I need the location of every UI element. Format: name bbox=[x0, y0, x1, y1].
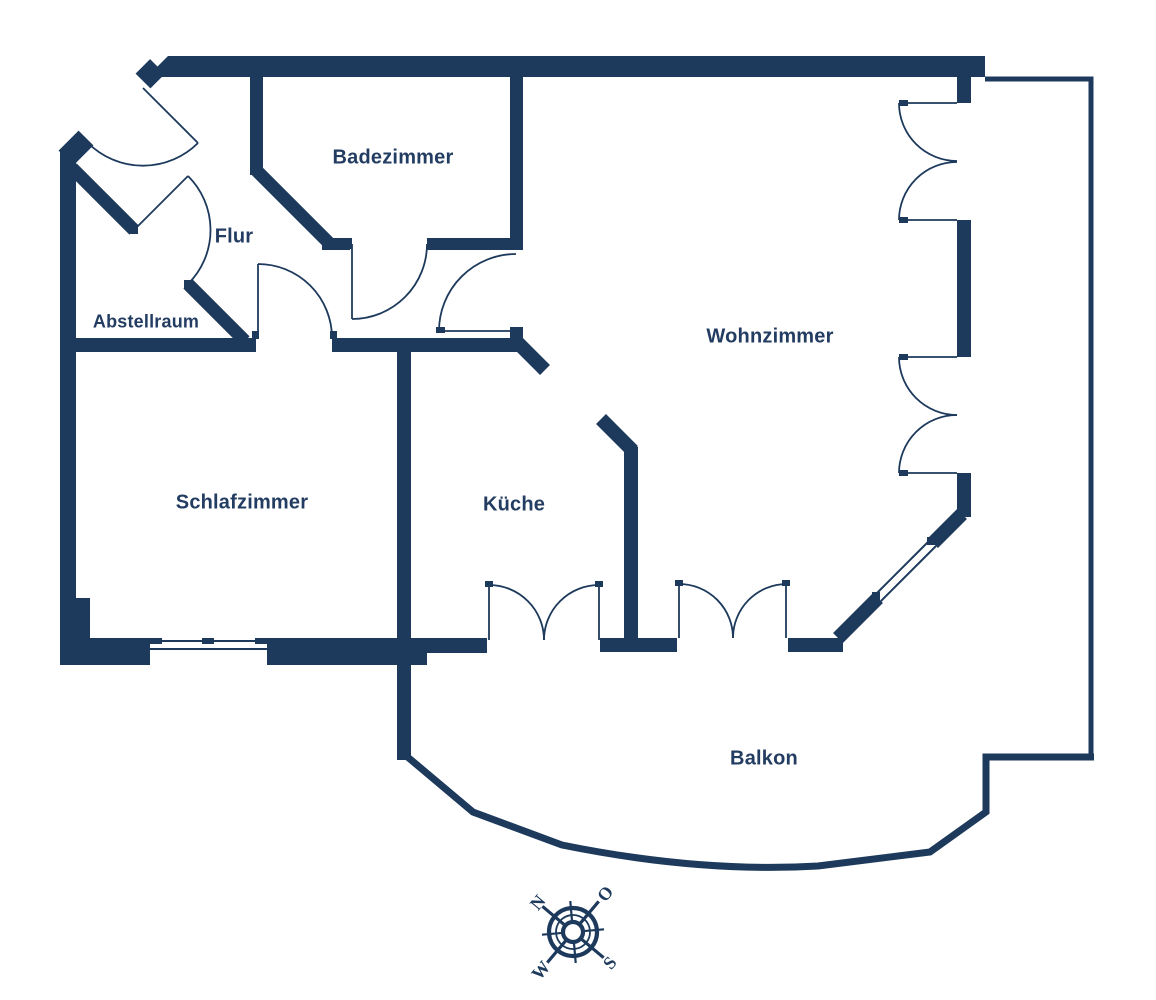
wall-bottom-right-seg bbox=[788, 638, 843, 652]
wall-storage-diag-upper bbox=[67, 163, 139, 235]
kitchen-balcony-door-arc bbox=[488, 584, 545, 641]
bay-window-tick bbox=[872, 592, 880, 600]
wall-bath-diag bbox=[251, 165, 334, 248]
compass-diagonal-spokes bbox=[541, 900, 605, 964]
living-right-lower-door-tick bbox=[899, 470, 908, 476]
bath-door-tick bbox=[427, 238, 433, 249]
wall-living-kitchen-divider bbox=[624, 447, 638, 638]
balcony-rail-curve bbox=[401, 751, 1094, 871]
wall-hall-left bbox=[60, 338, 256, 352]
living-balcony-door-tick bbox=[782, 580, 790, 586]
wall-bath-left bbox=[250, 77, 263, 175]
wall-divider-diag bbox=[596, 414, 638, 456]
room-label-wohnzimmer: Wohnzimmer bbox=[706, 325, 834, 348]
compass-rose: N O S W bbox=[526, 882, 621, 984]
wall-top bbox=[147, 56, 985, 77]
living-right-lower-door-tick bbox=[899, 354, 908, 360]
living-balcony-door-arc bbox=[678, 583, 734, 639]
room-label-badezimmer: Badezimmer bbox=[332, 146, 454, 169]
room-label-balkon: Balkon bbox=[730, 747, 798, 770]
wall-balcony-left bbox=[397, 652, 411, 760]
storage-door-tick bbox=[184, 280, 192, 288]
room-label-flur: Flur bbox=[214, 225, 254, 248]
wall-balcony-foot-mid bbox=[600, 638, 677, 652]
room-label-abstellraum: Abstellraum bbox=[92, 311, 200, 332]
wall-bay-diag-upper bbox=[928, 509, 967, 548]
living-right-upper-door-arc bbox=[898, 161, 958, 221]
entry-door-arc bbox=[87, 142, 199, 167]
living-right-lower-door-arc bbox=[898, 414, 958, 474]
kitchen-balcony-door-arc bbox=[543, 584, 600, 641]
balcony-rail-right bbox=[985, 76, 1094, 757]
living-balcony-door-arc bbox=[732, 583, 787, 639]
bedroom-door-tick bbox=[330, 331, 337, 339]
bath-door-arc bbox=[351, 243, 428, 320]
wall-bath-right bbox=[510, 77, 523, 250]
living-right-upper-door-tick bbox=[899, 100, 908, 106]
wall-bedroom-kitchen-divider bbox=[397, 352, 411, 640]
wall-right-a bbox=[957, 77, 971, 103]
bay-window-tick bbox=[927, 537, 935, 545]
wall-right-c bbox=[957, 473, 971, 517]
bedroom-door-arc bbox=[257, 263, 333, 339]
balcony-outline bbox=[401, 76, 1094, 871]
room-label-kueche: Küche bbox=[482, 493, 546, 516]
bath-door-tick bbox=[346, 238, 352, 249]
wall-entry-diag-upper bbox=[135, 59, 165, 89]
doors bbox=[87, 87, 958, 641]
wall-right-b bbox=[957, 220, 971, 357]
entry-door-leaf bbox=[142, 87, 199, 144]
living-right-upper-door-tick bbox=[899, 217, 908, 223]
kitchen-balcony-door-tick bbox=[595, 581, 603, 587]
living-hall-door-arc bbox=[438, 253, 517, 332]
bedroom-door-tick bbox=[252, 331, 259, 339]
living-right-lower-door-arc bbox=[898, 356, 958, 416]
wall-bottom-left bbox=[60, 638, 150, 665]
bedroom-window-tick bbox=[150, 638, 162, 644]
compass-hub bbox=[560, 919, 586, 945]
storage-door-tick bbox=[130, 226, 138, 234]
wall-storage-diag-lower bbox=[183, 279, 250, 346]
bay-window-line-outer bbox=[874, 539, 931, 596]
wall-bay-diag-lower bbox=[833, 593, 883, 643]
diagonal-walls bbox=[58, 59, 967, 643]
wall-kitchen-pass-stub bbox=[511, 336, 550, 375]
wall-kitchen-bottom bbox=[411, 638, 487, 653]
storage-door-arc bbox=[187, 175, 212, 285]
bedroom-window-tick bbox=[255, 638, 267, 644]
living-hall-door-tick bbox=[436, 327, 445, 333]
bay-window-line-inner bbox=[880, 545, 937, 602]
bedroom-window-tick bbox=[202, 638, 214, 644]
storage-door-leaf bbox=[133, 175, 189, 231]
kitchen-balcony-door-tick bbox=[485, 581, 493, 587]
living-balcony-door-tick bbox=[675, 580, 683, 586]
room-label-schlafzimmer: Schlafzimmer bbox=[175, 491, 309, 514]
windows bbox=[150, 537, 937, 650]
walls bbox=[60, 56, 985, 760]
wall-hall-right bbox=[332, 338, 517, 352]
compass-main-spokes bbox=[541, 900, 605, 964]
wall-entry-diag-lower bbox=[58, 130, 94, 166]
compass-south-label: S bbox=[599, 953, 621, 974]
wall-bath-bottom bbox=[427, 238, 523, 250]
wall-left bbox=[60, 150, 76, 665]
living-right-upper-door-arc bbox=[898, 102, 958, 162]
